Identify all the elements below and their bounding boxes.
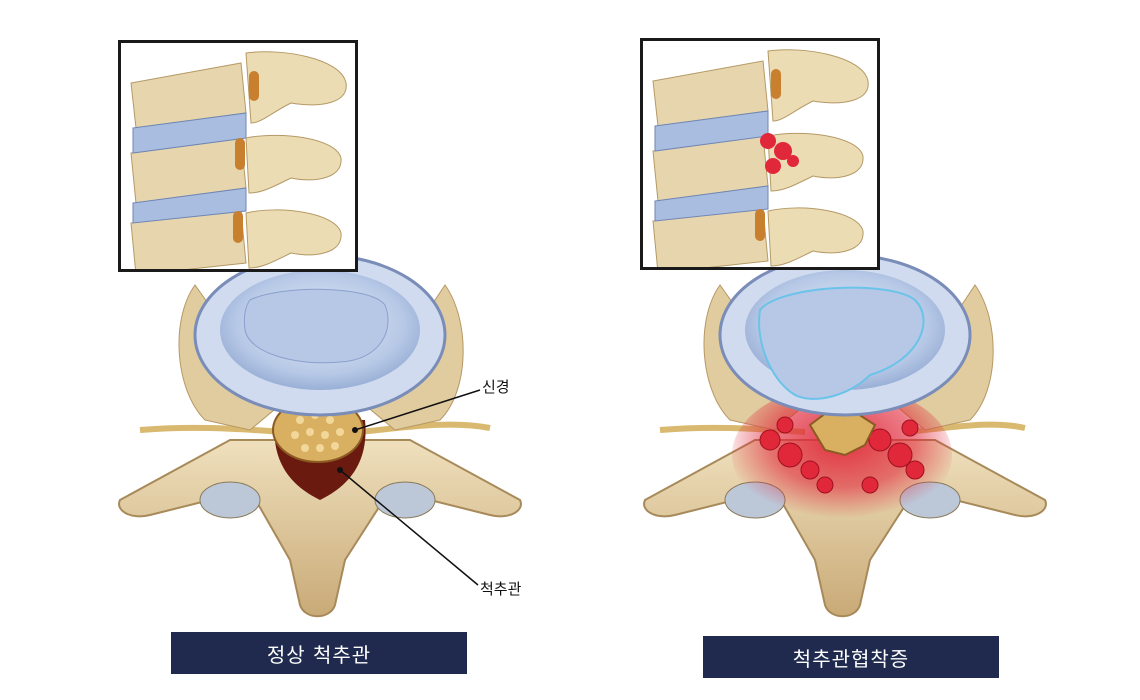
side-process-1 [245, 51, 347, 124]
nerve-root-right [359, 421, 491, 435]
stenosis-side-nerve-root-1 [771, 69, 781, 99]
side-disc-2 [132, 187, 247, 224]
normal-panel: 신경 척추관 정상 척추관 [118, 40, 522, 674]
stenosis-side-process-2 [767, 132, 864, 192]
inflammation-nodules [759, 416, 925, 494]
canal-pointer [339, 469, 479, 586]
nerve-root-left [139, 424, 286, 435]
canal-pointer-dot [337, 467, 343, 473]
herniated-nucleus [758, 286, 925, 400]
stenosis-spine-side-view [640, 38, 880, 270]
normal-spine-side-view [118, 40, 358, 272]
side-process-2 [245, 134, 342, 194]
side-nerve-root-1 [249, 71, 259, 101]
stenosis-side-process-1 [767, 49, 869, 122]
canal-label: 척추관 [480, 580, 522, 598]
stenosis-side-disc-2 [654, 185, 769, 222]
stenosis-vertebra-illustration [643, 253, 1047, 618]
stenosis-side-process-3 [767, 207, 864, 267]
nerve-pointer-dot [352, 427, 358, 433]
stenosis-panel: 척추관협착증 [570, 0, 1140, 700]
nerve-pointer [354, 389, 481, 431]
stenosis-side-inflammation [760, 133, 799, 174]
facet-right [374, 481, 436, 519]
side-nerve-root-2 [235, 138, 245, 170]
stenosis-side-nerve-root-3 [755, 209, 765, 241]
nerve-label: 신경 [482, 378, 510, 396]
side-process-3 [245, 209, 342, 269]
facet-left [199, 481, 261, 519]
normal-caption: 정상 척추관 [171, 632, 467, 674]
stenosis-caption: 척추관협착증 [703, 636, 999, 678]
nucleus-pulposus [243, 288, 389, 364]
stenosis-side-view-svg [652, 49, 869, 267]
normal-vertebra-illustration [118, 253, 522, 618]
side-nerve-root-3 [233, 211, 243, 243]
normal-side-view-svg [130, 51, 347, 269]
